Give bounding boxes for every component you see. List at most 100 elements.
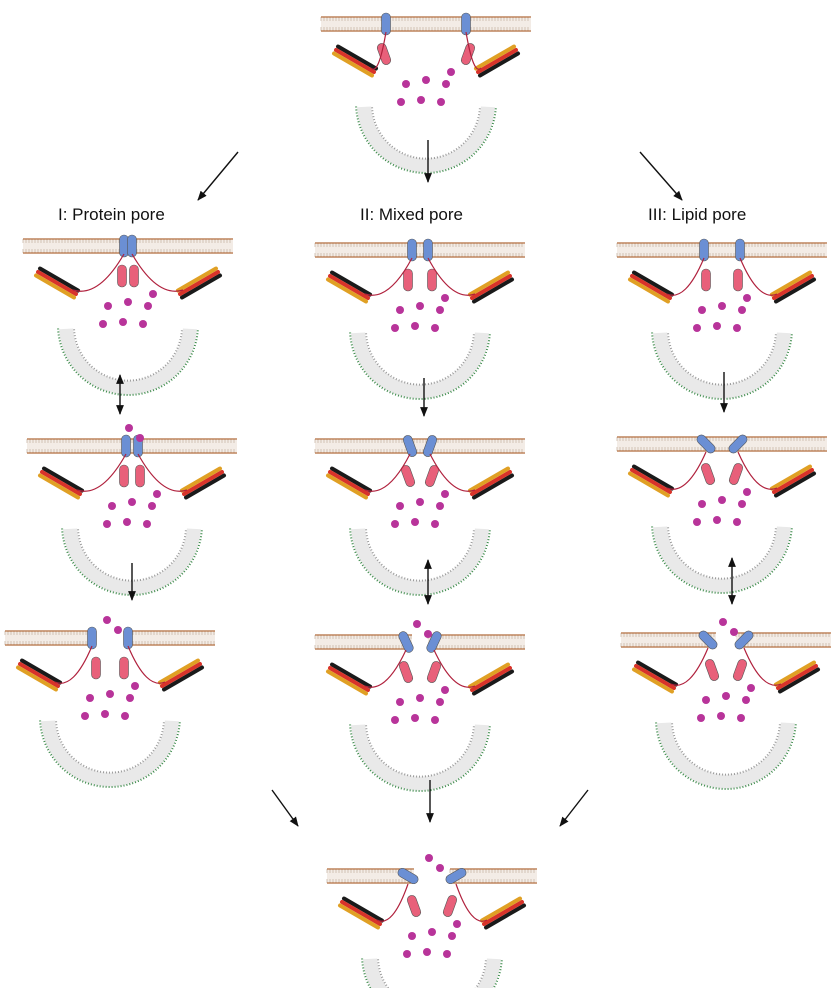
- arrow-to-lipid-pore: [640, 152, 682, 200]
- snare-linker: [456, 884, 487, 921]
- released-cargo: [425, 854, 433, 862]
- cargo-molecule: [697, 714, 705, 722]
- snare-linker: [667, 258, 704, 295]
- snare-linker: [77, 454, 126, 491]
- released-cargo: [719, 618, 727, 626]
- t-snare-pink: [406, 894, 422, 918]
- released-cargo: [730, 628, 738, 636]
- cargo-molecule: [447, 68, 455, 76]
- v-snare-blue: [120, 235, 129, 257]
- cargo-molecule: [431, 324, 439, 332]
- cargo-molecule: [698, 500, 706, 508]
- cargo-molecule: [99, 320, 107, 328]
- cargo-molecule: [103, 520, 111, 528]
- cargo-molecule: [411, 714, 419, 722]
- cargo-molecule: [443, 950, 451, 958]
- cargo-molecule: [123, 518, 131, 526]
- cargo-molecule: [713, 322, 721, 330]
- cargo-molecule: [86, 694, 94, 702]
- pathway-title-mixed-pore: II: Mixed pore: [360, 205, 463, 225]
- v-snare-blue: [736, 239, 745, 261]
- t-snare-pink: [428, 269, 437, 291]
- cargo-molecule: [693, 324, 701, 332]
- cargo-molecule: [693, 518, 701, 526]
- cargo-molecule: [738, 306, 746, 314]
- cargo-molecule: [416, 302, 424, 310]
- cargo-molecule: [396, 502, 404, 510]
- lipid-pore-stage-3: [621, 618, 831, 789]
- cargo-molecule: [441, 686, 449, 694]
- cargo-molecule: [416, 694, 424, 702]
- cargo-molecule: [743, 294, 751, 302]
- cargo-molecule: [396, 698, 404, 706]
- mixed-pore-stage-3: [315, 620, 525, 791]
- pathway-title-lipid-pore: III: Lipid pore: [648, 205, 746, 225]
- snare-linker: [667, 452, 706, 489]
- cargo-molecule: [436, 698, 444, 706]
- cargo-molecule: [391, 520, 399, 528]
- cargo-molecule: [743, 488, 751, 496]
- cargo-molecule: [104, 302, 112, 310]
- cargo-molecule: [698, 306, 706, 314]
- lipid-pore-stage-2: [617, 433, 827, 593]
- cargo-molecule: [747, 684, 755, 692]
- cargo-molecule: [448, 932, 456, 940]
- mixed-pore-stage-1: [315, 239, 525, 399]
- cargo-molecule: [119, 318, 127, 326]
- plasma-membrane-core: [124, 632, 215, 644]
- cargo-molecule: [411, 518, 419, 526]
- t-snare-pink: [704, 658, 720, 682]
- cargo-molecule: [713, 516, 721, 524]
- v-snare-blue: [128, 235, 137, 257]
- t-snare-pink: [700, 462, 716, 486]
- cargo-molecule: [428, 928, 436, 936]
- t-snare-pink: [130, 265, 139, 287]
- cargo-molecule: [718, 302, 726, 310]
- cargo-molecule: [391, 324, 399, 332]
- cargo-molecule: [742, 696, 750, 704]
- released-cargo: [103, 616, 111, 624]
- t-snare-pink: [728, 462, 744, 486]
- cargo-molecule: [397, 98, 405, 106]
- t-snare-pink: [734, 269, 743, 291]
- t-snare-pink: [120, 465, 129, 487]
- protein-pore-stage-1: [23, 235, 233, 395]
- t-snare-pink: [426, 660, 442, 684]
- mixed-pore-stage-2: [315, 434, 525, 595]
- cargo-molecule: [436, 306, 444, 314]
- t-snare-pink: [732, 658, 748, 682]
- cargo-molecule: [121, 712, 129, 720]
- docked-vesicle-stage: [321, 13, 531, 173]
- cargo-molecule: [128, 498, 136, 506]
- t-snare-pink: [92, 657, 101, 679]
- cargo-molecule: [101, 710, 109, 718]
- v-snare-blue: [700, 239, 709, 261]
- cargo-molecule: [81, 712, 89, 720]
- cargo-molecule: [437, 98, 445, 106]
- cargo-molecule: [403, 950, 411, 958]
- cargo-molecule: [149, 290, 157, 298]
- cargo-molecule: [408, 932, 416, 940]
- cargo-molecule: [441, 294, 449, 302]
- cargo-molecule: [441, 490, 449, 498]
- arrow-to-protein-pore: [198, 152, 238, 200]
- cargo-molecule: [738, 500, 746, 508]
- v-snare-blue: [424, 239, 433, 261]
- t-snare-pink: [136, 465, 145, 487]
- cargo-molecule: [422, 76, 430, 84]
- cargo-molecule: [717, 712, 725, 720]
- t-snare-pink: [120, 657, 129, 679]
- plasma-membrane-core: [5, 632, 96, 644]
- released-cargo: [136, 434, 144, 442]
- snare-linker: [377, 884, 408, 921]
- snare-linker: [132, 254, 183, 291]
- cargo-molecule: [442, 80, 450, 88]
- cargo-molecule: [453, 920, 461, 928]
- t-snare-pink: [398, 660, 414, 684]
- cargo-molecule: [143, 520, 151, 528]
- v-snare-blue: [122, 435, 131, 457]
- released-cargo: [436, 864, 444, 872]
- t-snare-pink: [702, 269, 711, 291]
- cargo-molecule: [718, 496, 726, 504]
